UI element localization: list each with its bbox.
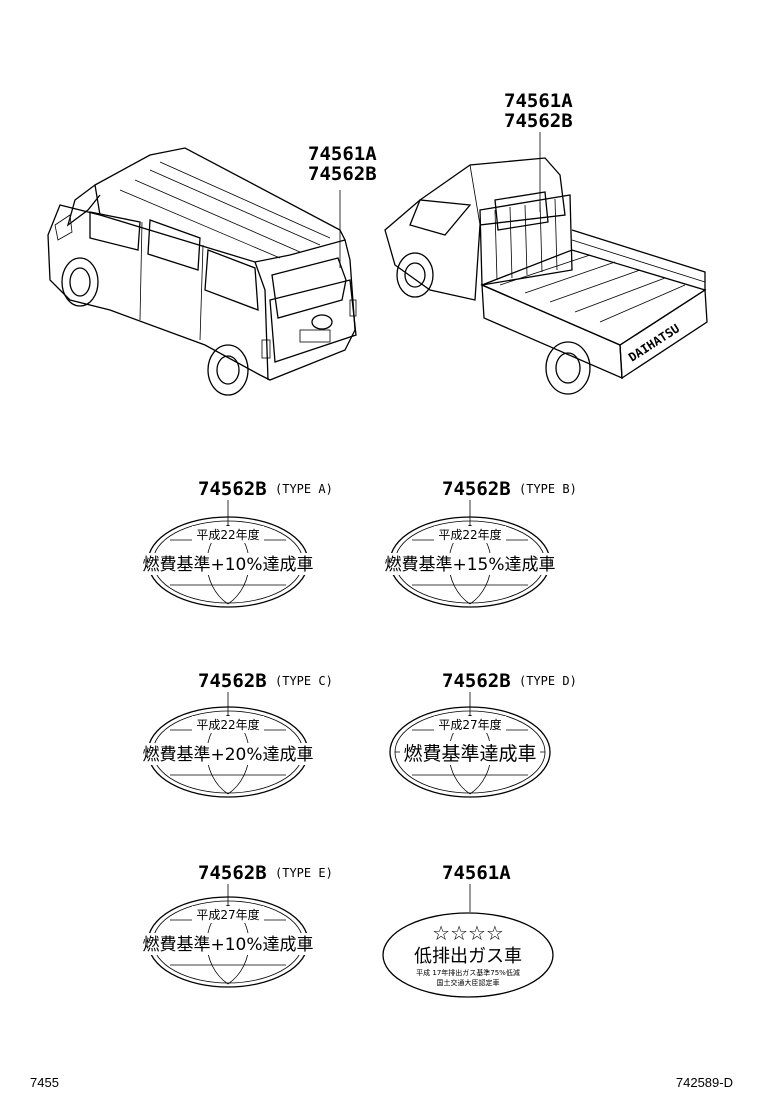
van-illustration: [47, 147, 357, 396]
label-c-type: (TYPE C): [275, 674, 333, 688]
van-callout-2: 74562B: [308, 163, 377, 185]
label-b-top-text: 平成22年度: [438, 527, 501, 542]
truck-callout-1: 74561A: [504, 90, 573, 112]
label-e-type: (TYPE E): [275, 866, 333, 880]
footer-right-code: 742589-D: [676, 1075, 733, 1090]
truck-callout-2: 74562B: [504, 110, 573, 132]
truck-side-text: DAIHATSU: [626, 321, 682, 364]
emission-main-text: 低排出ガス車: [414, 946, 522, 967]
label-d-part-number: 74562B: [442, 670, 511, 692]
label-e-part-number: 74562B: [198, 862, 267, 884]
label-type-b: 74562B (TYPE B) 平成22年度 燃費基準+15%達成車: [384, 478, 577, 608]
label-d-type: (TYPE D): [519, 674, 577, 688]
label-a-top-text: 平成22年度: [196, 527, 259, 542]
emission-part-number: 74561A: [442, 862, 511, 884]
label-a-main-text: 燃費基準+10%達成車: [142, 555, 313, 575]
label-c-part-number: 74562B: [198, 670, 267, 692]
label-c-top-text: 平成22年度: [196, 717, 259, 732]
label-e-main-text: 燃費基準+10%達成車: [142, 935, 313, 955]
emission-stars: ☆☆☆☆: [432, 921, 504, 945]
label-a-part-number: 74562B: [198, 478, 267, 500]
van-callout-1: 74561A: [308, 143, 377, 165]
label-type-d: 74562B (TYPE D) 平成27年度 燃費基準達成車: [389, 670, 577, 798]
label-type-a: 74562B (TYPE A) 平成22年度 燃費基準+10%達成車: [142, 478, 333, 608]
emission-small-text-2: 国土交通大臣認定車: [437, 978, 500, 987]
label-d-main-text: 燃費基準達成車: [403, 743, 536, 765]
label-type-c: 74562B (TYPE C) 平成22年度 燃費基準+20%達成車: [142, 670, 333, 798]
label-e-top-text: 平成27年度: [196, 907, 259, 922]
emission-label: 74561A ☆☆☆☆ 低排出ガス車 平成 17年排出ガス基準75%低減 国土交…: [382, 862, 554, 998]
label-a-type: (TYPE A): [275, 482, 333, 496]
emission-small-text-1: 平成 17年排出ガス基準75%低減: [416, 968, 520, 977]
label-b-part-number: 74562B: [442, 478, 511, 500]
label-type-e: 74562B (TYPE E) 平成27年度 燃費基準+10%達成車: [142, 862, 333, 988]
label-c-main-text: 燃費基準+20%達成車: [142, 745, 313, 765]
label-b-type: (TYPE B): [519, 482, 577, 496]
truck-illustration: DAIHATSU: [384, 157, 708, 395]
label-b-main-text: 燃費基準+15%達成車: [384, 555, 555, 575]
label-d-top-text: 平成27年度: [438, 717, 501, 732]
footer-left-code: 7455: [30, 1075, 59, 1090]
